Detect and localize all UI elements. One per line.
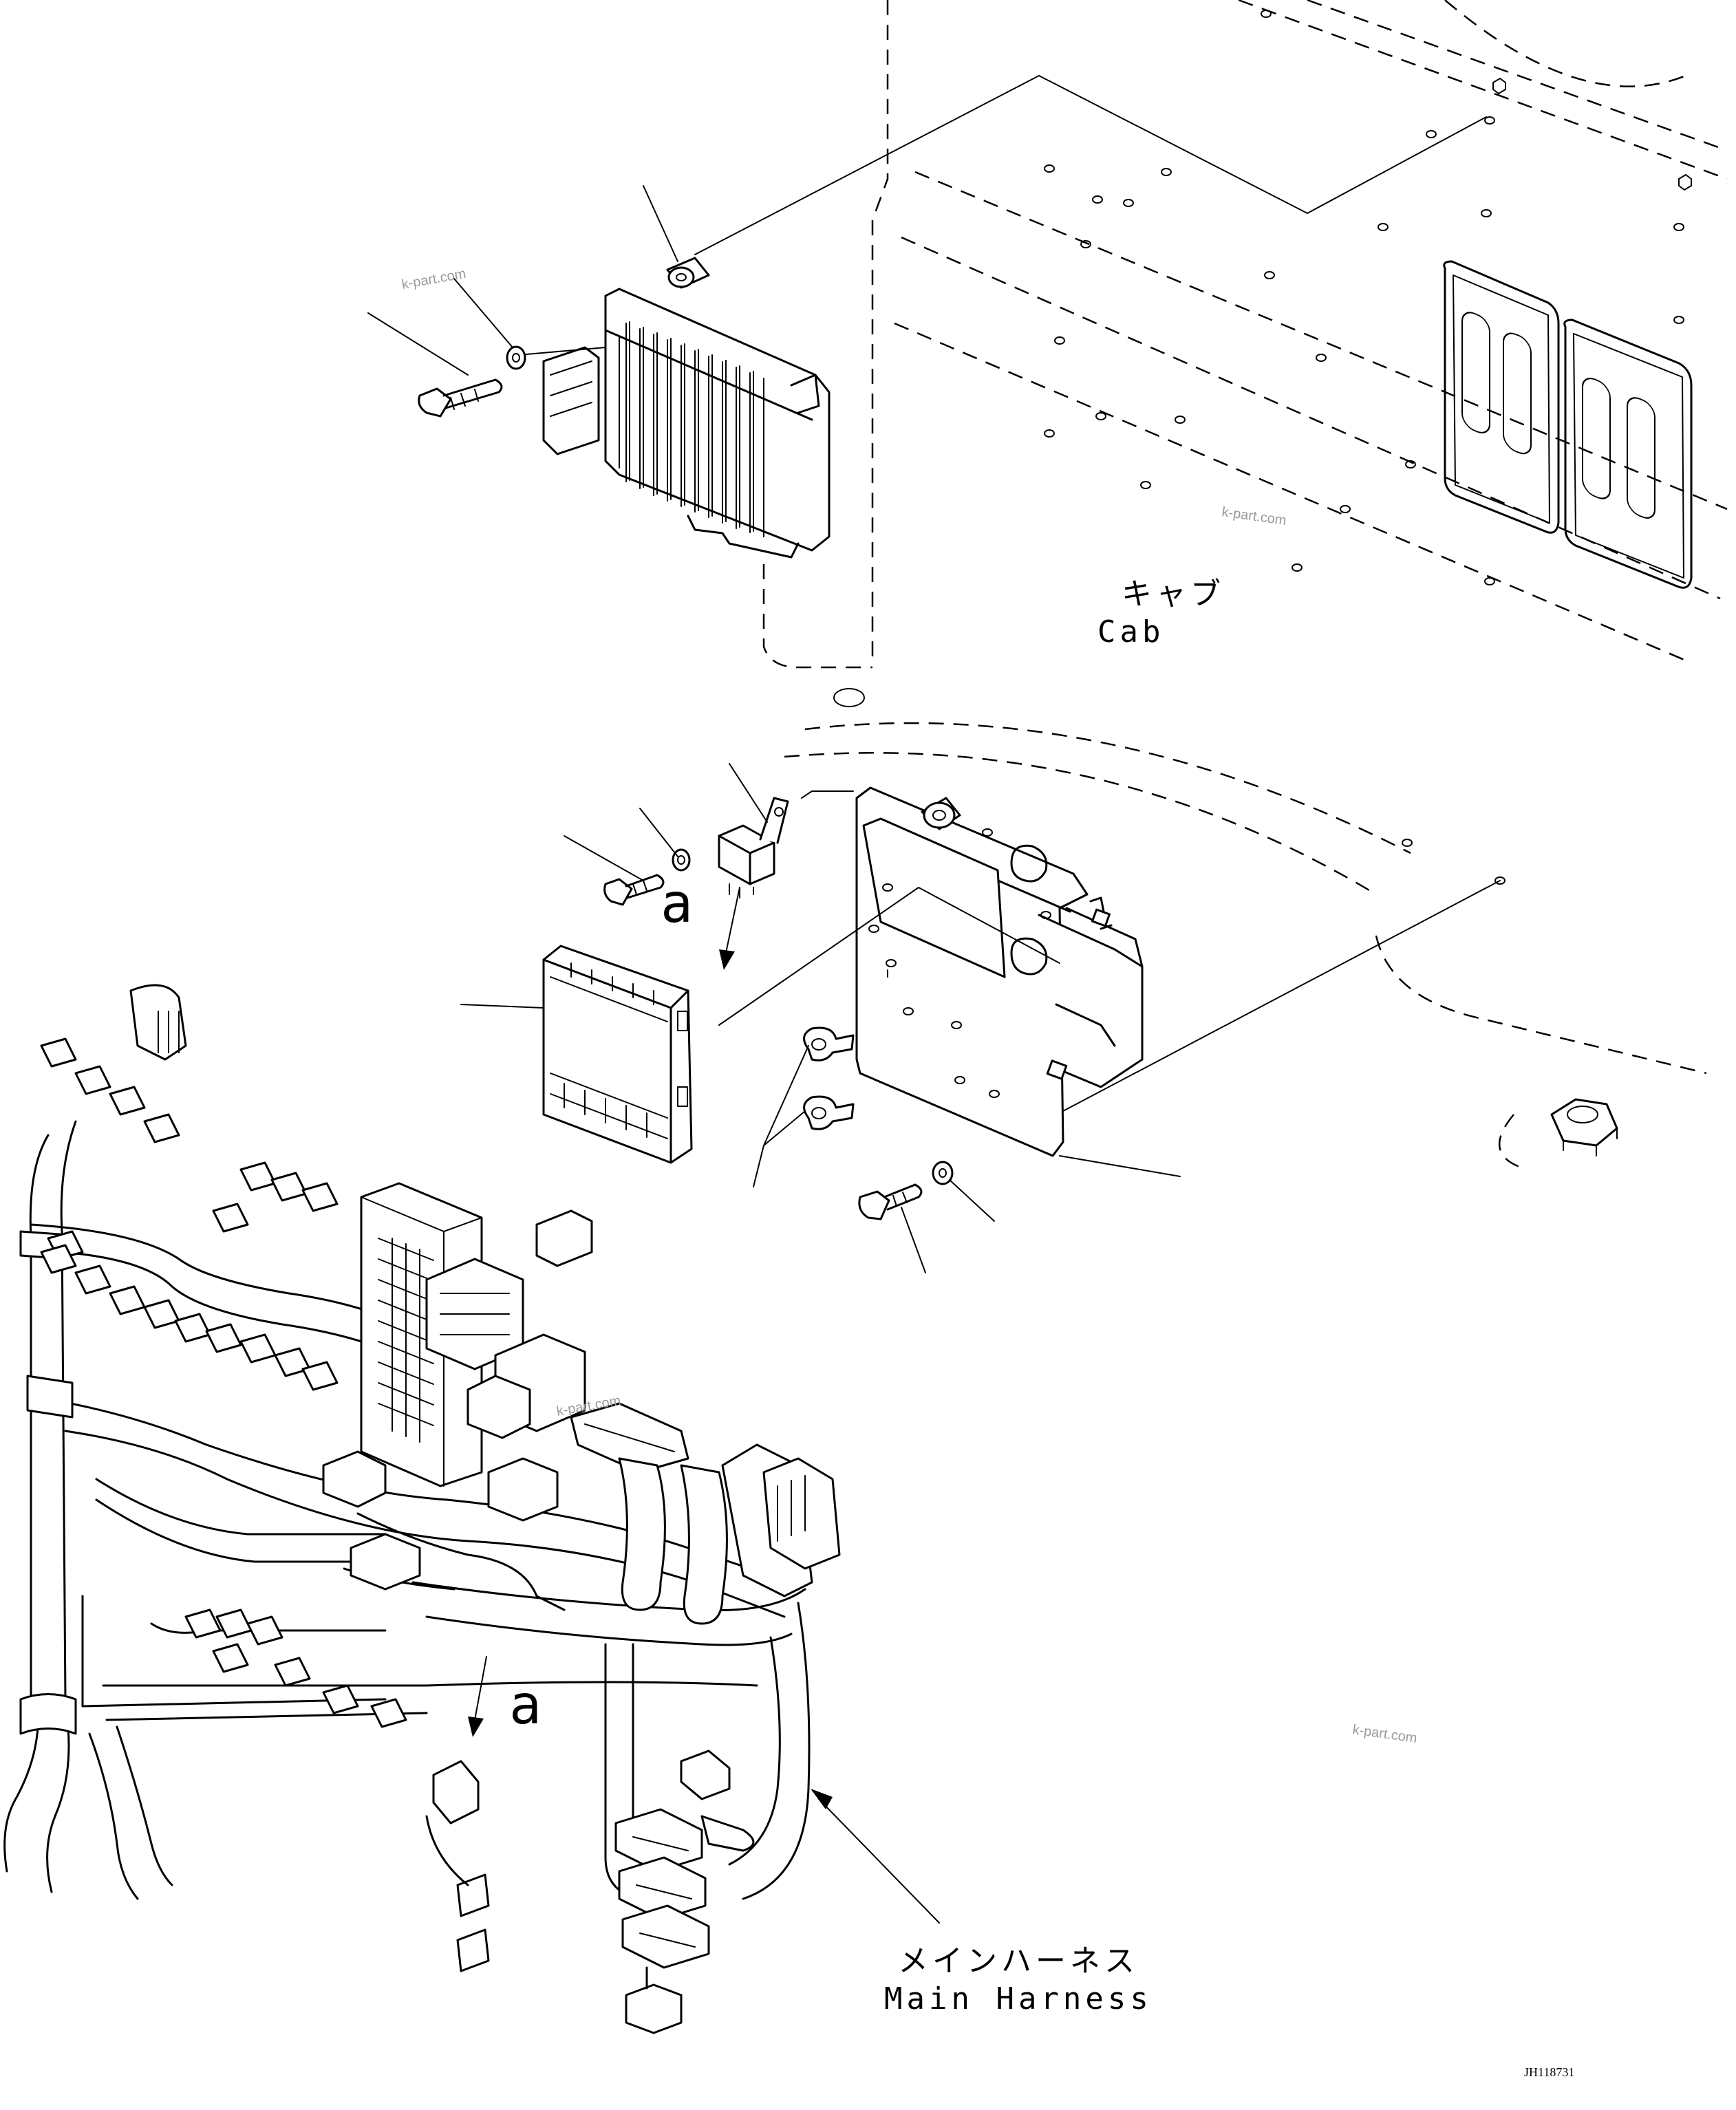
harness-connectors-bottom — [184, 1608, 755, 2034]
top-leaders — [367, 75, 1487, 376]
cab-label-en: Cab — [1097, 614, 1164, 649]
cab-panel — [762, 0, 1728, 1171]
bracket-washer — [932, 1161, 954, 1185]
main-harness-leader — [811, 1789, 940, 1924]
harness-clips — [803, 1026, 855, 1130]
relay — [718, 797, 789, 898]
middle-leaders — [460, 763, 1501, 1273]
spacer-collar — [666, 257, 710, 289]
bracket-bolt — [858, 1183, 923, 1220]
watermark: k-part.com — [400, 266, 467, 292]
view-a-arrow-top — [719, 887, 740, 970]
harness-connectors-middle — [322, 1375, 841, 1625]
upper-washer — [506, 345, 526, 370]
cab-vent-grille — [1443, 260, 1693, 589]
harness-connectors-top — [40, 984, 339, 1391]
junction-controller — [542, 945, 693, 1164]
main-harness-label-en: Main Harness — [884, 1981, 1153, 2016]
cab-nut — [1550, 1098, 1618, 1156]
view-a-label-top: a — [661, 873, 693, 935]
view-a-label-bottom: a — [509, 1675, 542, 1736]
cab-label-jp: キャブ — [1122, 577, 1225, 612]
main-harness-label-jp: メインハーネス — [898, 1944, 1139, 1979]
upper-controller-unit — [542, 288, 831, 559]
relay-bolt — [603, 874, 665, 906]
heat-sink-fins — [625, 321, 764, 537]
watermark: k-part.com — [1351, 1722, 1418, 1746]
view-a-arrow-bottom — [468, 1656, 487, 1737]
fuse-relay-block — [360, 1182, 593, 1487]
cab-mounting-holes — [1044, 10, 1692, 885]
upper-bolt — [418, 378, 503, 418]
main-harness — [3, 984, 841, 2034]
drawing-code: JH118731 — [1524, 2065, 1574, 2079]
watermark: k-part.com — [1221, 504, 1287, 528]
mounting-bracket — [855, 786, 1144, 1157]
